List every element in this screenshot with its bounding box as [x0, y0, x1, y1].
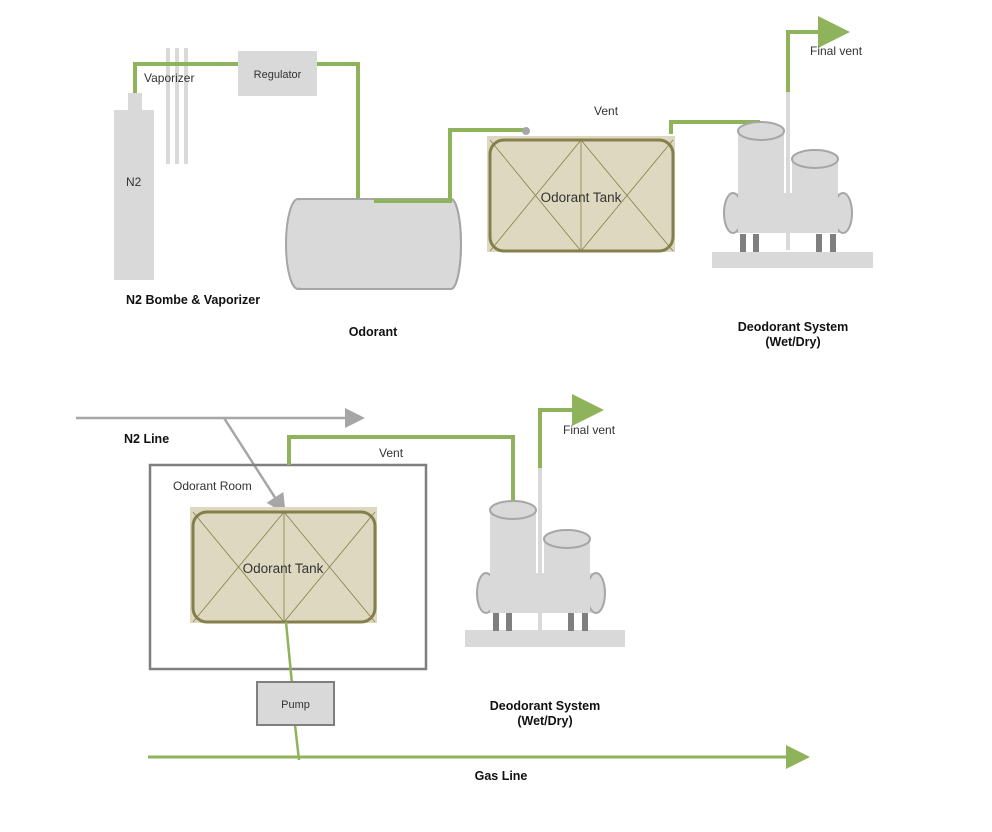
vent-label: Vent	[594, 104, 619, 118]
odorant-tank-top: Odorant Tank	[487, 136, 675, 253]
caption-deodorant-top-2: (Wet/Dry)	[765, 335, 820, 349]
vaporizer	[166, 48, 188, 164]
n2-line-label: N2 Line	[124, 432, 169, 446]
vent-pipe-bottom	[287, 435, 515, 502]
gas-line-label: Gas Line	[475, 769, 528, 783]
odorant-vessel	[285, 198, 462, 290]
bottom-section: N2 Line Odorant Room Vent Odorant Tank P…	[76, 394, 810, 783]
deodorant-system-bottom	[465, 468, 625, 647]
vaporizer-label: Vaporizer	[144, 71, 194, 85]
regulator-label: Regulator	[254, 69, 302, 81]
caption-deodorant-top-1: Deodorant System	[738, 320, 848, 334]
pump: Pump	[256, 681, 335, 726]
final-vent-label-bottom: Final vent	[563, 423, 616, 437]
odorant-tank-label-bottom: Odorant Tank	[243, 561, 324, 576]
pump-label: Pump	[281, 699, 310, 711]
caption-deodorant-bottom-2: (Wet/Dry)	[517, 714, 572, 728]
regulator: Regulator	[238, 51, 317, 96]
vessel-to-tank-pipe	[374, 128, 524, 203]
final-vent-label: Final vent	[810, 44, 863, 58]
pump-pipe	[284, 621, 294, 685]
top-section: N2 Vaporizer Regulator	[114, 16, 873, 349]
pump-discharge-pipe	[293, 724, 301, 761]
n2-label: N2	[126, 175, 142, 189]
caption-odorant: Odorant	[349, 325, 398, 339]
caption-deodorant-bottom-1: Deodorant System	[490, 699, 600, 713]
odorant-tank-label: Odorant Tank	[541, 190, 622, 205]
odorant-room-label: Odorant Room	[173, 479, 252, 493]
vent-label-bottom: Vent	[379, 446, 404, 460]
vent-pipe-top	[669, 120, 760, 134]
deodorant-system-top	[712, 92, 873, 268]
n2-bottle: N2	[114, 93, 154, 280]
odorant-tank-bottom: Odorant Tank	[190, 507, 377, 624]
caption-n2-bombe: N2 Bombe & Vaporizer	[126, 293, 260, 307]
final-vent-pipe-bottom	[538, 394, 604, 468]
final-vent-pipe-top	[786, 16, 850, 92]
